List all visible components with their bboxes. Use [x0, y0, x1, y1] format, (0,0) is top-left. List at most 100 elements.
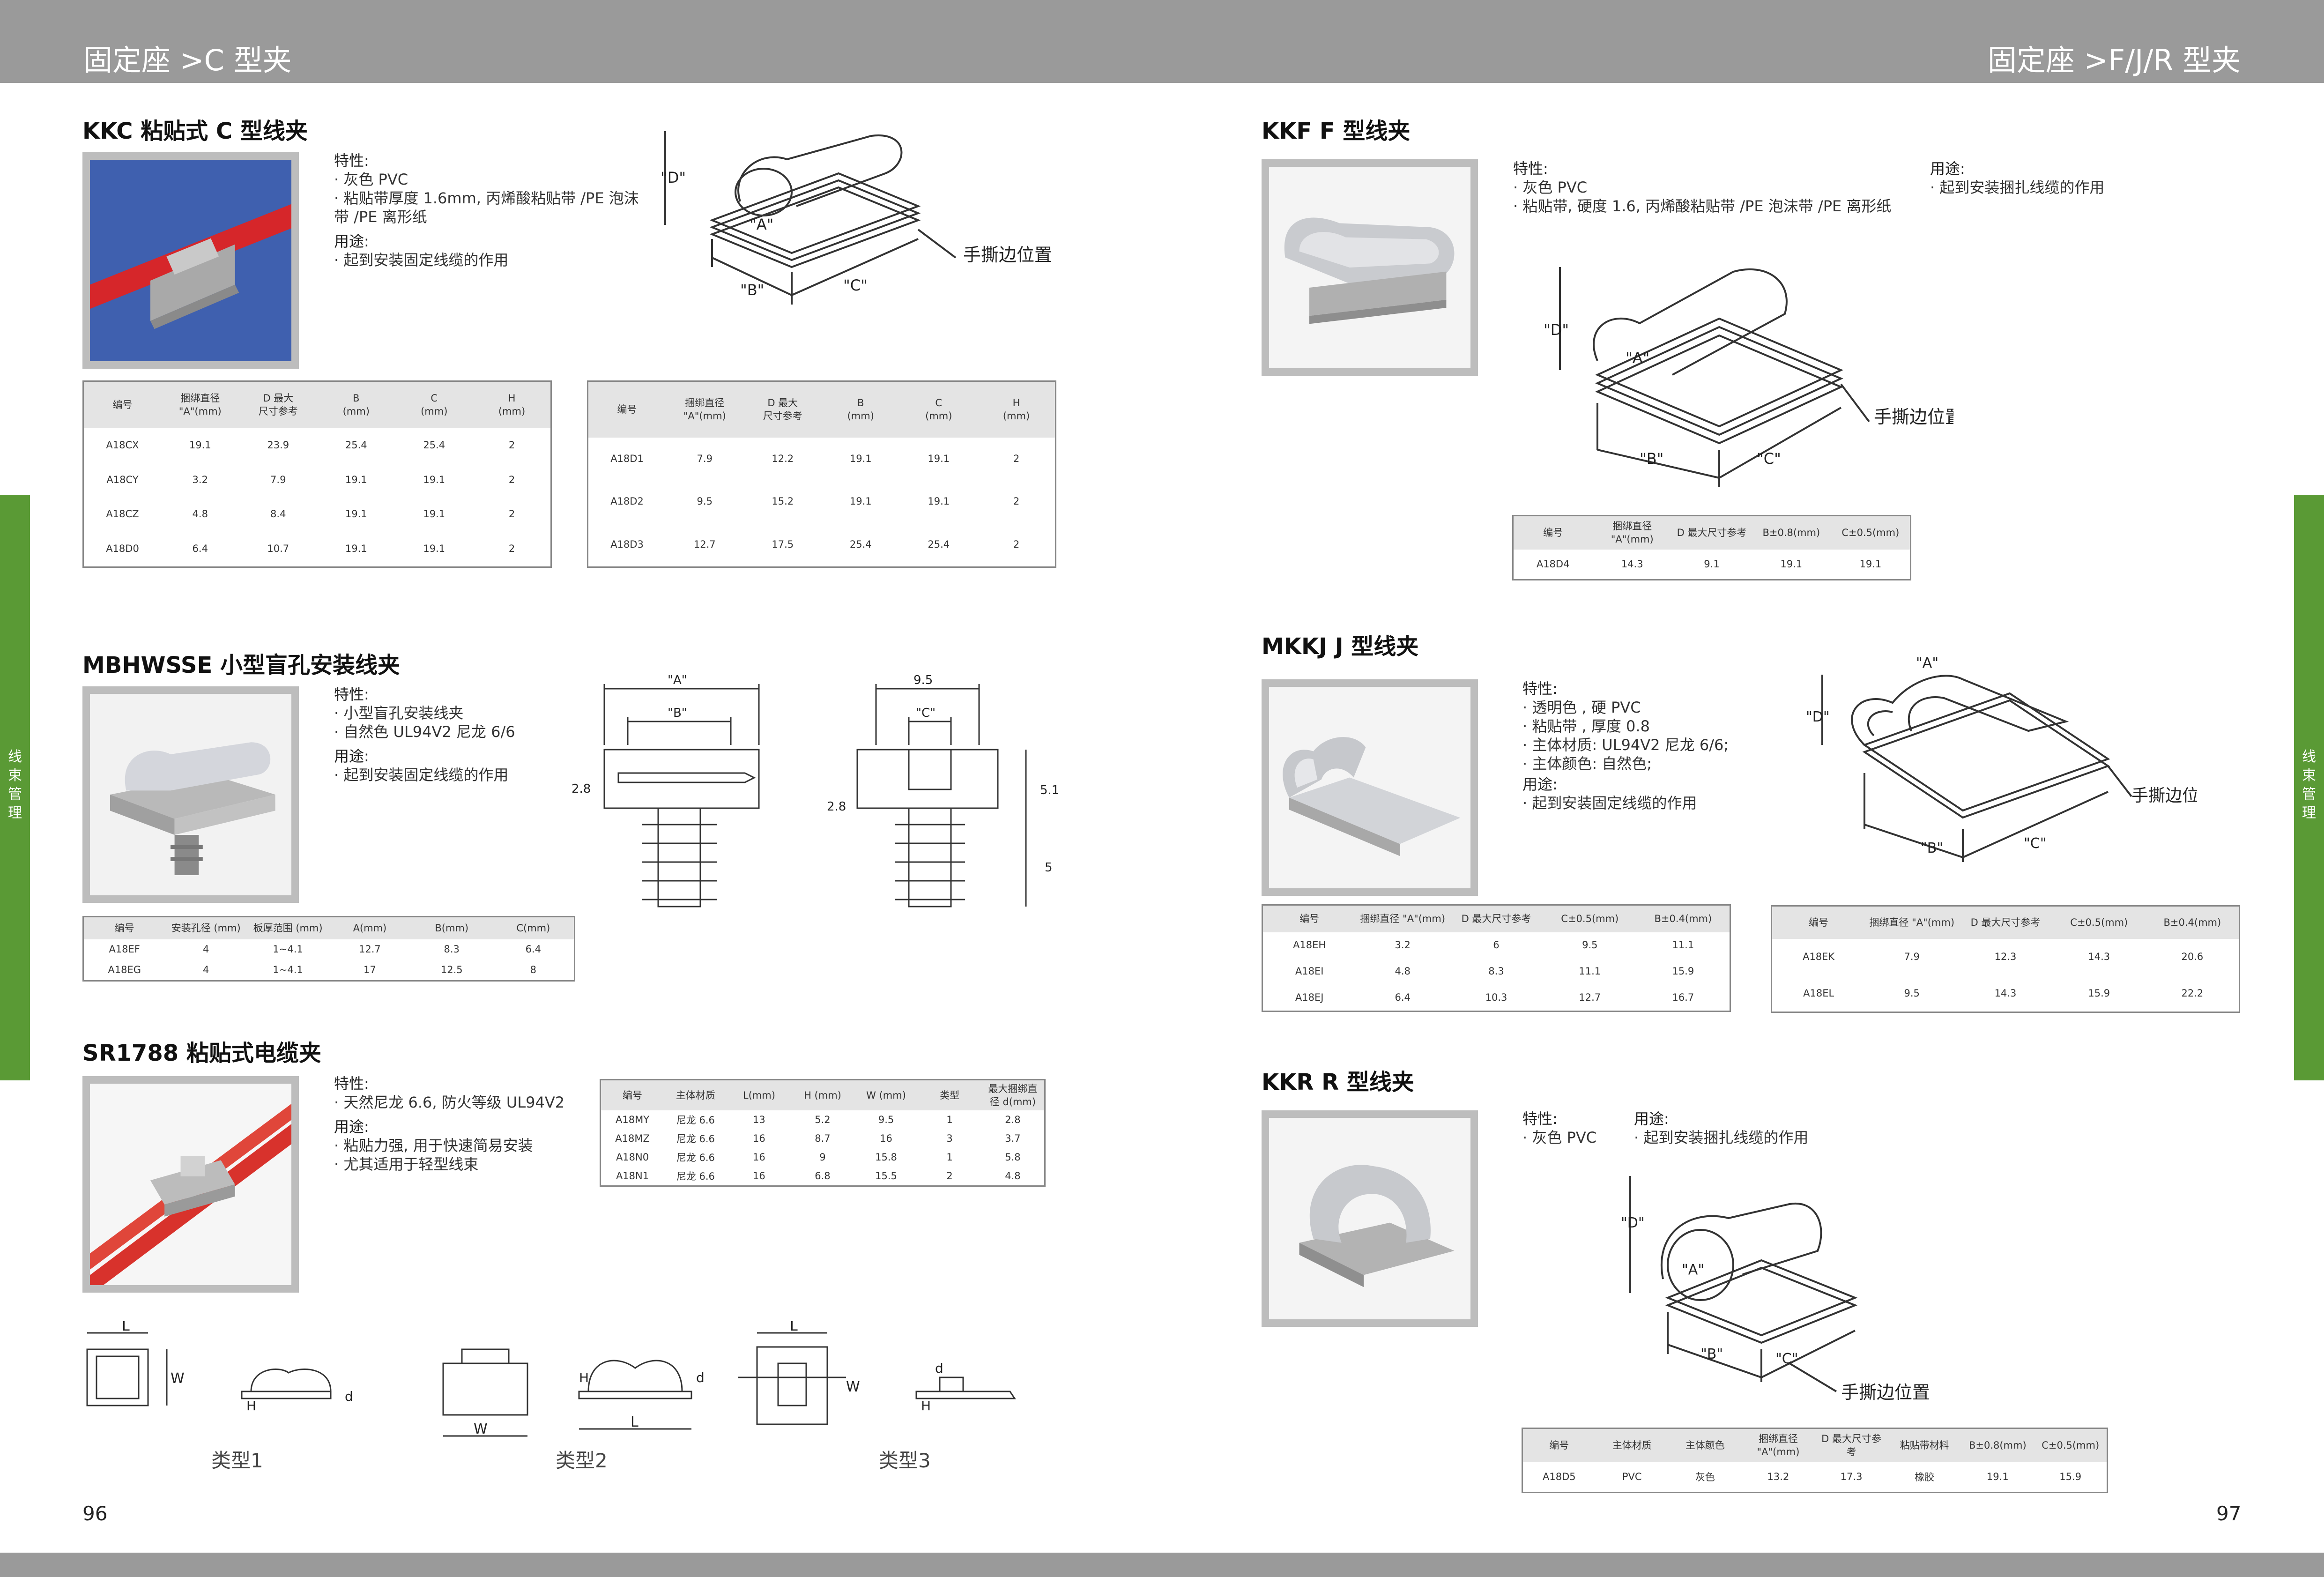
table-cell: 2.8	[1005, 1114, 1021, 1125]
sr-label-l3: L	[790, 1321, 798, 1334]
mbh-label-b: "B"	[668, 706, 687, 720]
table-cell: 2	[508, 543, 515, 555]
kkf-label-c: "C"	[1757, 450, 1781, 468]
table-cell: 16	[753, 1151, 765, 1163]
kkr-label-d: "D"	[1621, 1215, 1645, 1231]
col-header: C±0.5(mm)	[1543, 905, 1637, 932]
table-cell: 25.4	[849, 539, 872, 550]
table-cell: 3.2	[1395, 939, 1411, 951]
features-heading: 特性:	[1522, 1110, 1558, 1128]
table-cell: 4.8	[192, 508, 208, 520]
sr-features: 特性: · 天然尼龙 6.6, 防火等级 UL94V2 用途: · 粘贴力强, …	[334, 1075, 565, 1173]
col-header: L(mm)	[727, 1079, 791, 1110]
table-cell: 12.7	[359, 944, 381, 955]
mbh-dimension-diagram: "A" "B" 2.8 9.5 "C" 2.8 5.1 5	[567, 665, 1068, 928]
table-cell: 尼龙 6.6	[676, 1152, 715, 1163]
col-header: D 最大尺寸参考	[743, 381, 822, 438]
col-header: 捆绑直径"A"(mm)	[1741, 1428, 1815, 1462]
table-cell: 3.7	[1005, 1132, 1021, 1144]
kkr-use: 用途: · 起到安装捆扎线缆的作用	[1634, 1110, 1809, 1146]
kkf-product-photo	[1262, 159, 1478, 376]
table-cell: 2	[508, 474, 515, 485]
table-cell: 16.7	[1672, 991, 1694, 1003]
col-header: H(mm)	[473, 381, 551, 428]
table-cell: 6.8	[815, 1170, 831, 1182]
table-cell: A18EJ	[1295, 991, 1324, 1003]
mbh-label-5: 5	[1045, 861, 1053, 875]
mkkj-label-c: "C"	[2024, 835, 2047, 852]
table-cell: 11.1	[1579, 965, 1601, 977]
table-cell: 15.9	[2088, 987, 2110, 999]
mbh-label-95: 9.5	[913, 673, 933, 687]
col-header: 安装孔径 (mm)	[165, 916, 247, 939]
page-number-left: 96	[82, 1502, 108, 1525]
kkf-spec-table: 编号 捆绑直径"A"(mm) D 最大尺寸参考 B±0.8(mm) C±0.5(…	[1512, 515, 1911, 580]
table-cell: 17	[364, 964, 376, 975]
table-cell: 25.4	[423, 439, 445, 451]
sr-label-h2: H	[579, 1370, 589, 1385]
table-cell: 8	[530, 964, 536, 975]
col-header: 主体材质	[664, 1079, 728, 1110]
sr-label-w1: W	[171, 1370, 185, 1387]
col-header: 编号	[83, 381, 161, 428]
kkc-label-b: "B"	[740, 281, 764, 299]
table-cell: 8.7	[815, 1132, 831, 1144]
table-cell: 19.1	[189, 439, 211, 451]
col-header: 板厚范围 (mm)	[247, 916, 329, 939]
table-cell: 8.3	[1488, 965, 1504, 977]
kkc-spec-table-2: 编号 捆绑直径"A"(mm) D 最大尺寸参考 B(mm) C(mm) H(mm…	[587, 380, 1056, 568]
table-cell: A18EH	[1293, 939, 1326, 951]
side-tab-left: 线束管理	[0, 495, 30, 1080]
table-cell: 22.2	[2181, 987, 2204, 999]
col-header: 编号	[587, 381, 666, 438]
kkc-label-c: "C"	[843, 276, 868, 294]
header-left-title: 固定座 >C 型夹	[83, 43, 292, 77]
mkkj-label-d: "D"	[1806, 709, 1830, 725]
table-cell: 15.5	[875, 1170, 897, 1182]
table-cell: 16	[753, 1170, 765, 1182]
table-cell: 19.1	[1780, 558, 1803, 570]
table-cell: 19.1	[849, 453, 872, 464]
side-tab-label: 线束管理	[8, 749, 22, 821]
col-header: C(mm)	[395, 381, 473, 428]
sr-title: SR1788 粘贴式电缆夹	[82, 1040, 321, 1066]
mkkj-product-photo	[1262, 679, 1478, 896]
kkc-features: 特性: · 灰色 PVC · 粘贴带厚度 1.6mm, 丙烯酸粘贴带 /PE 泡…	[334, 152, 639, 269]
kkr-label-a: "A"	[1682, 1262, 1704, 1278]
kkr-spec-table: 编号 主体材质 主体颜色 捆绑直径"A"(mm) D 最大尺寸参考 粘贴带材料 …	[1522, 1428, 2108, 1493]
col-header: W (mm)	[854, 1079, 918, 1110]
table-cell: A18N1	[616, 1170, 649, 1182]
col-header: 编号	[600, 1079, 664, 1110]
table-cell: 3	[946, 1132, 953, 1144]
table-cell: PVC	[1622, 1471, 1642, 1483]
table-cell: 15.2	[772, 495, 794, 507]
kkr-product-photo	[1262, 1110, 1478, 1327]
table-cell: 19.1	[849, 495, 872, 507]
col-header: C(mm)	[492, 916, 575, 939]
table-cell: 13.2	[1767, 1471, 1789, 1483]
mbh-label-28b: 2.8	[827, 800, 846, 814]
features-heading: 特性:	[1513, 160, 1548, 178]
table-cell: 2	[508, 508, 515, 520]
table-cell: 13	[753, 1114, 765, 1125]
table-cell: 4.8	[1395, 965, 1411, 977]
table-cell: 19.1	[1986, 1471, 2009, 1483]
table-cell: A18EG	[108, 964, 141, 975]
table-cell: A18CX	[106, 439, 139, 451]
col-header: 编号	[83, 916, 165, 939]
sr-type-diagrams: L W H d W H d L L W H d 类型1 类型2 类型3	[82, 1321, 1047, 1480]
features-heading: 特性:	[334, 685, 369, 703]
table-cell: A18EL	[1803, 987, 1834, 999]
